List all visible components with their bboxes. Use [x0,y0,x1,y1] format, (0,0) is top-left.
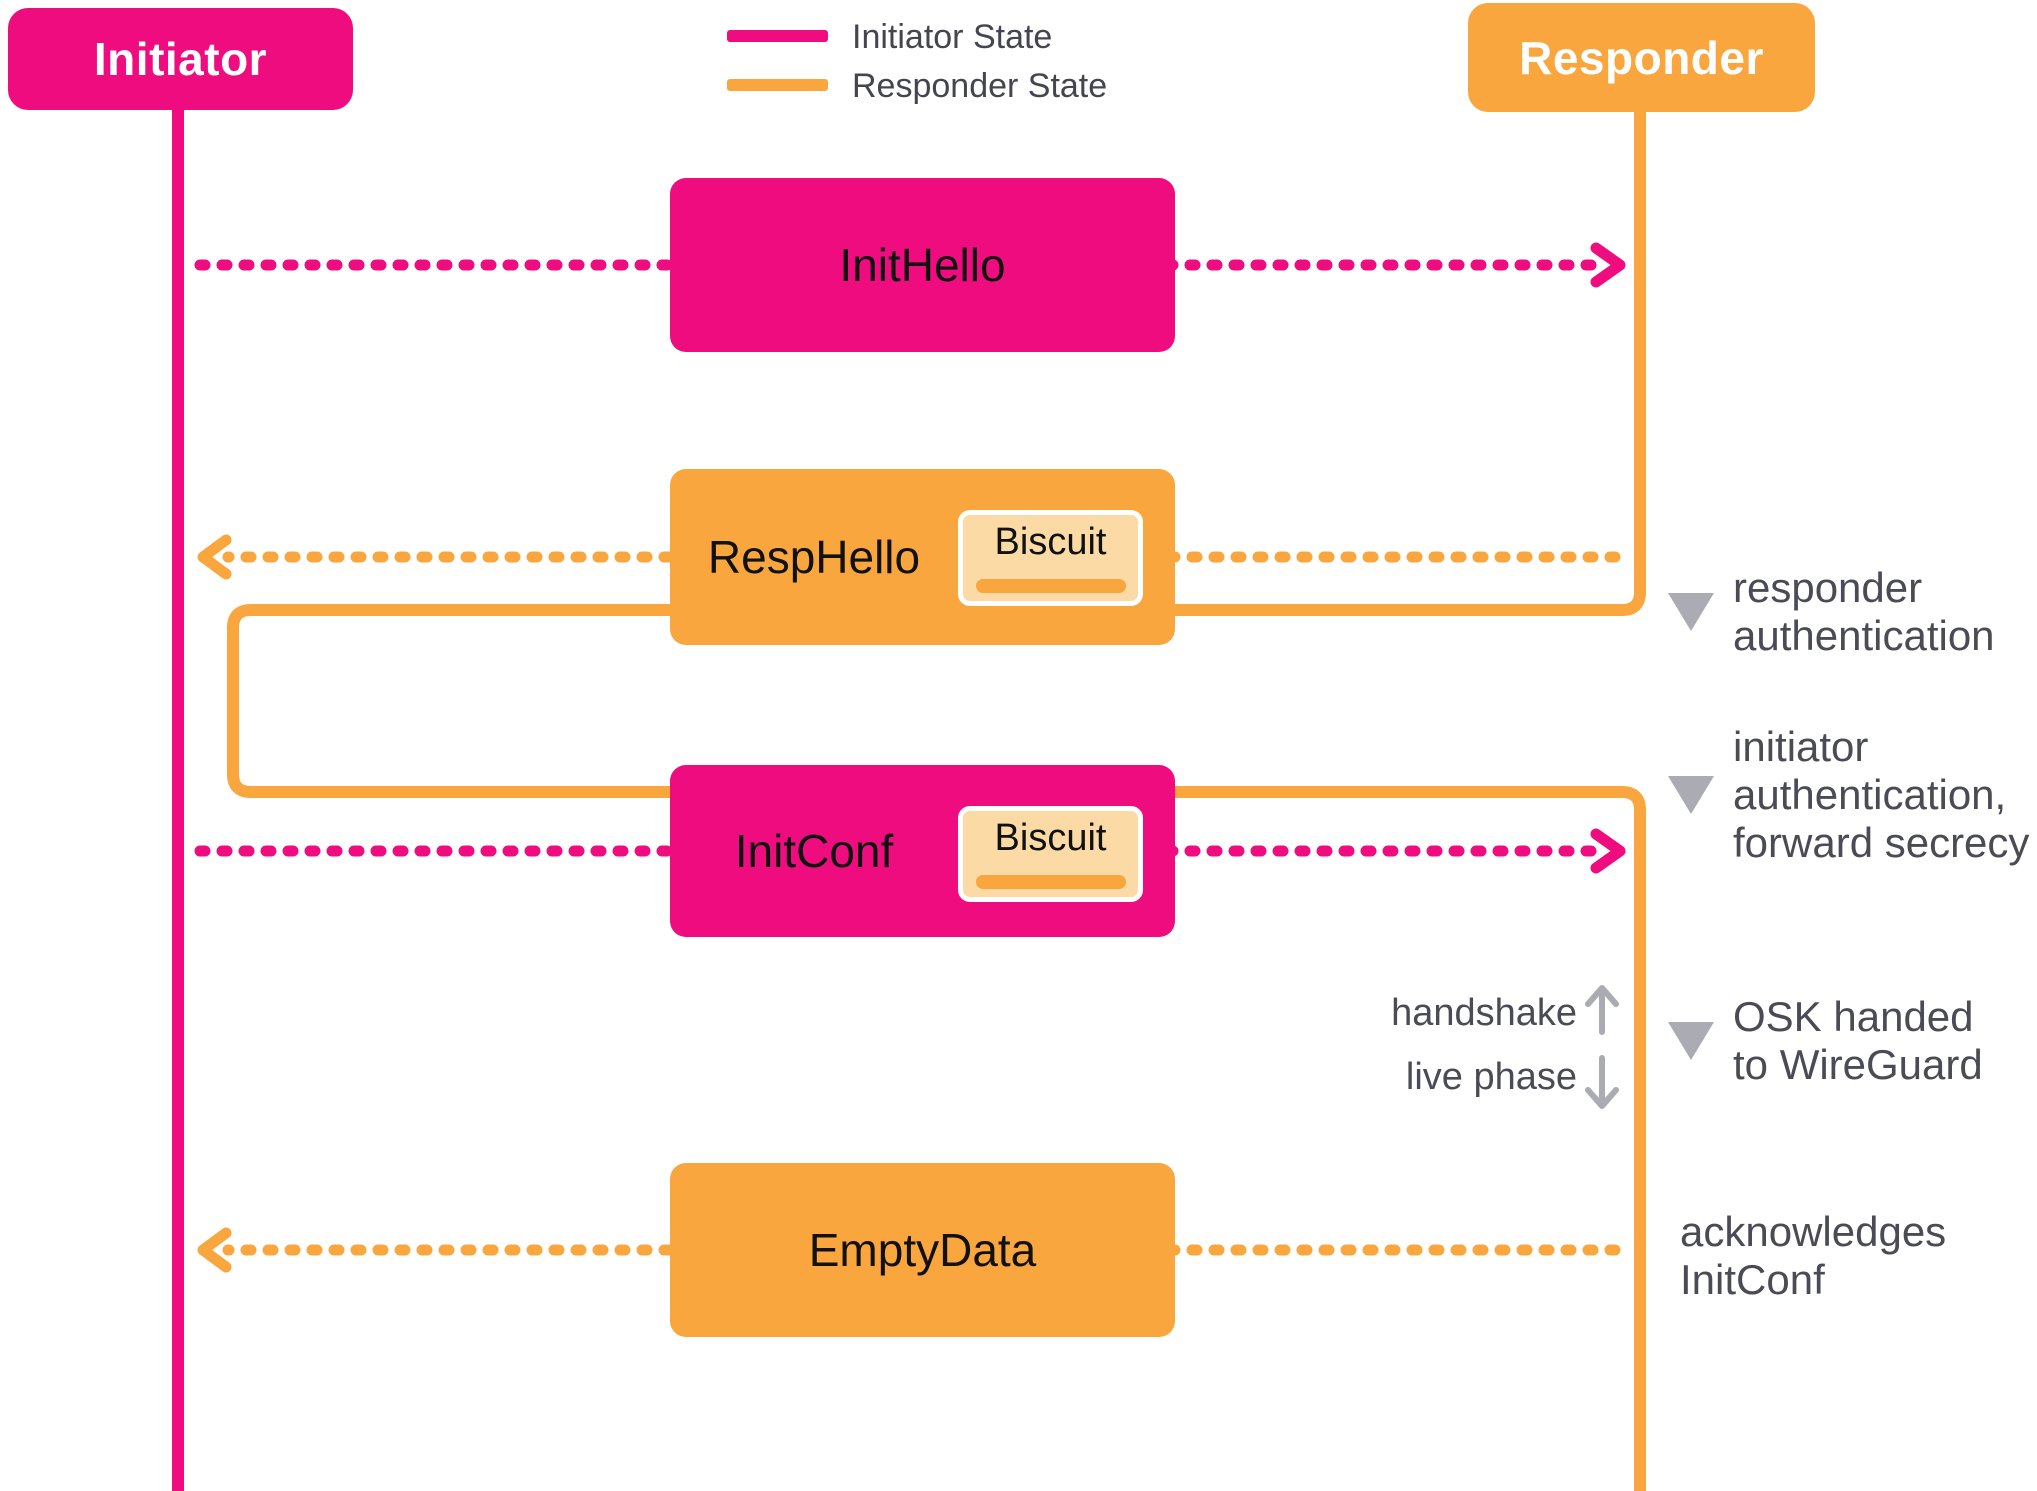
inithello-message-box: InitHello [670,178,1175,352]
initiator-actor-label: Initiator [93,33,268,85]
responder-actor-label: Responder [1519,31,1764,84]
osk-marker-icon [1668,1022,1714,1060]
initiator-auth-annotation: initiator authentication, forward secrec… [1733,723,2029,867]
osk-annotation: OSK handed to WireGuard [1733,993,1983,1089]
acknowledges-annotation: acknowledges InitConf [1680,1208,1946,1304]
handshake-up-arrow-icon [1585,985,1619,1035]
acknowledges-line2: InitConf [1680,1256,1825,1303]
live-phase-label: live phase [1405,1056,1577,1098]
responder-auth-annotation: responder authentication [1733,564,1995,660]
emptydata-arrowhead-icon [197,1227,232,1273]
responder-auth-line2: authentication [1733,612,1995,659]
initconf-message-box: InitConf Biscuit [670,765,1175,937]
initiator-auth-line3: forward secrecy [1733,819,2030,866]
legend-initiator-swatch [727,30,828,42]
legend-initiator-label: Initiator State [852,18,1053,56]
initconf-biscuit-label: Biscuit [994,817,1107,859]
initconf-biscuit-box: Biscuit [958,806,1143,902]
emptydata-message-box: EmptyData [670,1163,1175,1337]
inithello-label: InitHello [839,239,1006,291]
responder-actor-box: Responder [1468,3,1815,112]
resphello-message-box: RespHello Biscuit [670,469,1175,645]
initconf-label: InitConf [734,825,894,877]
initiator-auth-marker-icon [1668,776,1714,814]
live-phase-down-arrow-icon [1585,1055,1619,1109]
emptydata-label: EmptyData [808,1224,1037,1276]
resphello-label: RespHello [707,531,921,583]
initconf-biscuit-underline [975,875,1126,889]
osk-line2: to WireGuard [1733,1041,1983,1088]
initiator-actor-box: Initiator [8,8,353,110]
acknowledges-line1: acknowledges [1680,1208,1947,1255]
resphello-biscuit-box: Biscuit [958,510,1143,606]
resphello-arrowhead-icon [197,534,232,580]
osk-line1: OSK handed [1733,993,1974,1040]
resphello-biscuit-label: Biscuit [994,521,1107,563]
responder-state-path [227,108,1646,1491]
legend-responder-swatch [727,79,828,91]
inithello-arrowhead-icon [1590,242,1626,288]
responder-auth-marker-icon [1668,593,1714,631]
legend-responder-label: Responder State [852,67,1108,105]
initiator-auth-line1: initiator [1733,723,1869,770]
responder-auth-line1: responder [1733,564,1923,611]
initiator-auth-line2: authentication, [1733,771,2007,818]
handshake-label: handshake [1391,992,1577,1034]
initconf-arrowhead-icon [1590,828,1626,874]
resphello-biscuit-underline [975,579,1126,593]
